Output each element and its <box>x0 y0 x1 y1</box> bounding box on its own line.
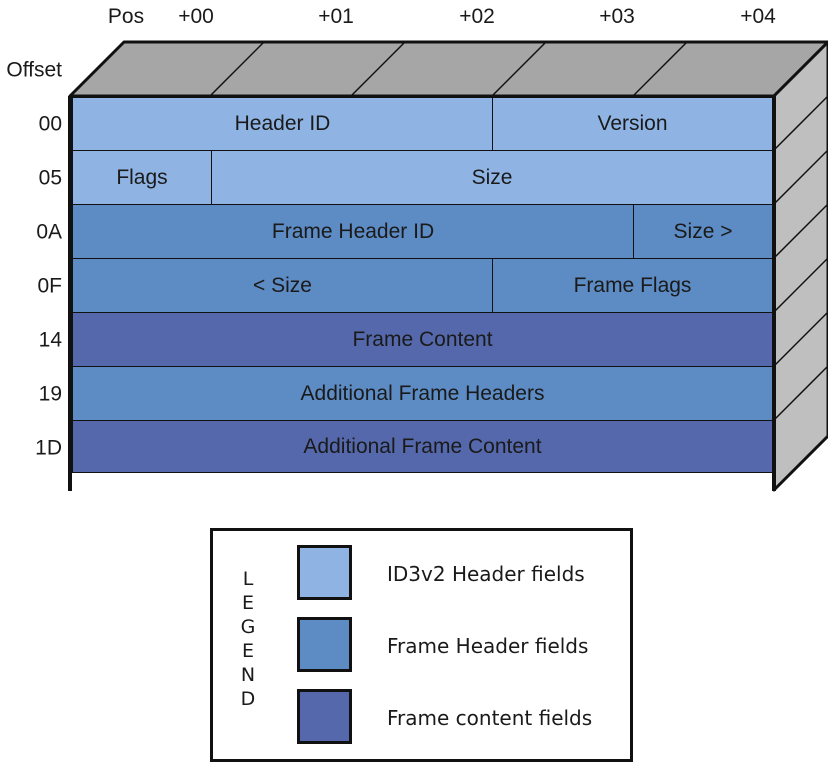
field-size-start: Size > <box>633 204 773 259</box>
legend-label-frame-content: Frame content fields <box>387 706 593 730</box>
legend-title-letter: E <box>241 640 254 662</box>
field-size-end: < Size <box>72 258 493 313</box>
legend-title-letter: D <box>240 688 256 710</box>
offset-label-0a: 0A <box>36 220 62 244</box>
legend-title-letter: L <box>242 568 254 590</box>
legend-swatch-id3v2 <box>297 545 352 600</box>
field-frame-header-id: Frame Header ID <box>72 204 634 259</box>
legend-label-frame-header: Frame Header fields <box>387 634 589 658</box>
field-frame-flags: Frame Flags <box>492 258 773 313</box>
offset-label-00: 00 <box>38 112 62 136</box>
offset-header-label: Offset <box>6 58 62 82</box>
field-header-id: Header ID <box>72 97 493 151</box>
column-label-01: +01 <box>318 5 354 28</box>
box-side-dividers <box>773 95 828 421</box>
pos-header-label: Pos <box>107 5 145 28</box>
legend-title-letter: N <box>240 664 256 686</box>
field-version: Version <box>492 97 773 151</box>
offset-label-14: 14 <box>38 328 62 352</box>
legend-label-id3v2: ID3v2 Header fields <box>387 562 585 586</box>
column-label-03: +03 <box>599 5 635 28</box>
box-top-face <box>68 40 828 98</box>
legend-title-letter: G <box>240 616 256 638</box>
field-additional-frame-headers: Additional Frame Headers <box>72 366 773 421</box>
offset-label-19: 19 <box>38 382 62 406</box>
offset-label-0f: 0F <box>37 274 62 298</box>
field-additional-frame-content: Additional Frame Content <box>72 420 773 473</box>
legend-box <box>210 528 633 762</box>
field-frame-content: Frame Content <box>72 312 773 367</box>
box-top-dividers <box>209 41 688 97</box>
column-label-02: +02 <box>459 5 495 28</box>
field-size: Size <box>211 150 773 205</box>
column-label-00: +00 <box>178 5 214 28</box>
column-label-04: +04 <box>740 5 776 28</box>
offset-label-05: 05 <box>38 166 62 190</box>
offset-label-1d: 1D <box>35 436 62 460</box>
legend-title-letter: E <box>241 592 254 614</box>
legend-swatch-frame-content <box>297 689 352 744</box>
legend-swatch-frame-header <box>297 617 352 672</box>
field-flags: Flags <box>72 150 212 205</box>
